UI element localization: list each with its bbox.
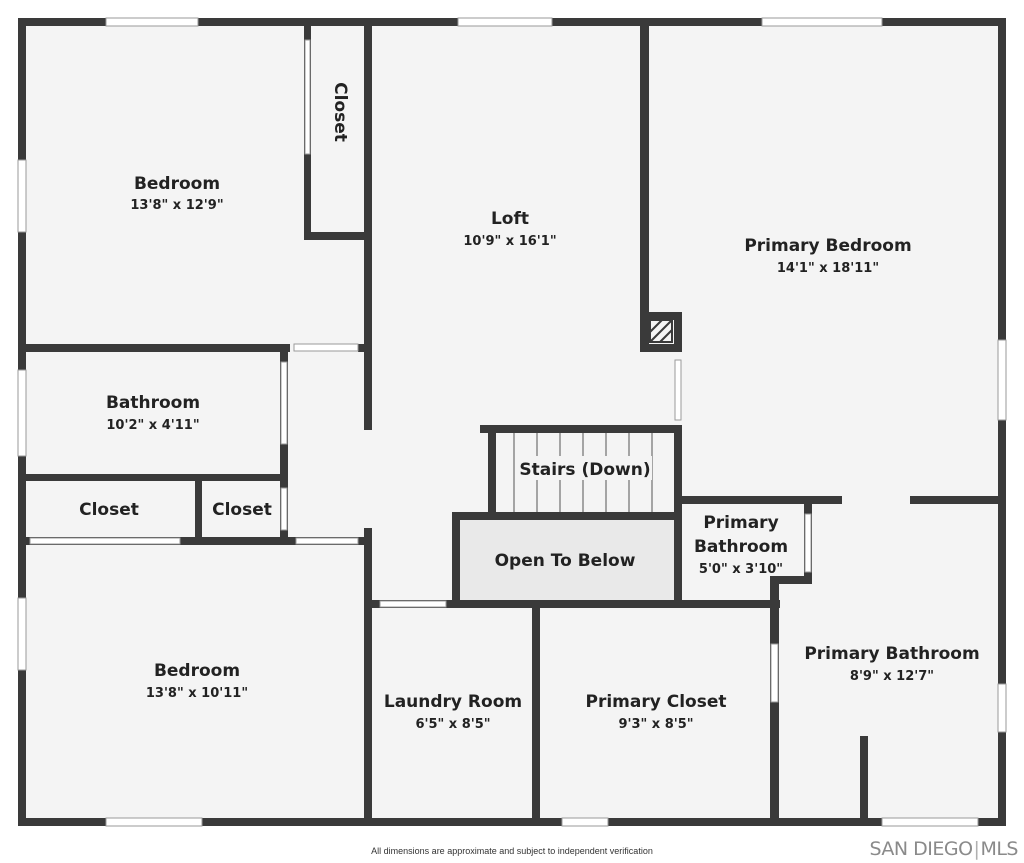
room-name-line2: Bathroom: [694, 537, 788, 557]
room-laundry: Laundry Room 6'5" x 8'5": [384, 692, 522, 732]
room-open-to-below: Open To Below: [495, 551, 636, 571]
room-dimensions: 10'2" x 4'11": [106, 418, 199, 433]
floor-area: [24, 24, 1002, 820]
room-name: Laundry Room: [384, 692, 522, 712]
room-name: Loft: [491, 209, 529, 229]
chimney-hatch: [649, 319, 673, 343]
room-primary-closet: Primary Closet 9'3" x 8'5": [586, 692, 727, 732]
brand-separator: |: [973, 838, 980, 860]
room-dimensions: 5'0" x 3'10": [699, 562, 783, 577]
room-dimensions: 14'1" x 18'11": [777, 261, 879, 276]
room-name: Open To Below: [495, 551, 636, 571]
door-openings: [29, 39, 812, 703]
brand-left: SAN DIEGO: [869, 838, 973, 860]
room-loft: Loft 10'9" x 16'1": [463, 209, 556, 249]
room-name: Bathroom: [106, 393, 200, 413]
room-bathroom: Bathroom 10'2" x 4'11": [106, 393, 200, 433]
room-name: Primary Closet: [586, 692, 727, 712]
room-closet-left: Closet: [79, 500, 139, 520]
room-primary-bedroom: Primary Bedroom 14'1" x 18'11": [744, 236, 911, 276]
windows: [17, 17, 1007, 827]
room-dimensions: 9'3" x 8'5": [618, 717, 693, 732]
open-to-below-area: [458, 518, 674, 603]
disclaimer-text: All dimensions are approximate and subje…: [371, 846, 653, 856]
room-dimensions: 13'8" x 12'9": [130, 198, 223, 213]
brand-logo: SAN DIEGO|MLS: [869, 838, 1018, 860]
room-name: Primary Bathroom: [804, 644, 979, 664]
room-name: Primary Bedroom: [744, 236, 911, 256]
room-name: Bedroom: [134, 174, 220, 194]
room-bedroom-top: Bedroom 13'8" x 12'9": [130, 174, 223, 213]
room-dimensions: 8'9" x 12'7": [850, 669, 934, 684]
room-stairs: Stairs (Down): [518, 456, 652, 480]
room-name: Stairs (Down): [519, 460, 650, 480]
room-dimensions: 13'8" x 10'11": [146, 686, 248, 701]
room-primary-bathroom-small: Primary Bathroom 5'0" x 3'10": [694, 513, 788, 577]
room-name: Closet: [212, 500, 272, 520]
brand-right: MLS: [980, 838, 1018, 860]
room-dimensions: 6'5" x 8'5": [415, 717, 490, 732]
room-closet-mid: Closet: [212, 500, 272, 520]
room-name-line1: Primary: [703, 513, 778, 533]
room-name: Closet: [79, 500, 139, 520]
room-name: Closet: [330, 82, 350, 142]
room-bedroom-bottom: Bedroom 13'8" x 10'11": [146, 661, 248, 701]
room-closet-top: Closet: [330, 82, 350, 142]
room-dimensions: 10'9" x 16'1": [463, 234, 556, 249]
room-primary-bathroom: Primary Bathroom 8'9" x 12'7": [804, 644, 979, 684]
room-name: Bedroom: [154, 661, 240, 681]
